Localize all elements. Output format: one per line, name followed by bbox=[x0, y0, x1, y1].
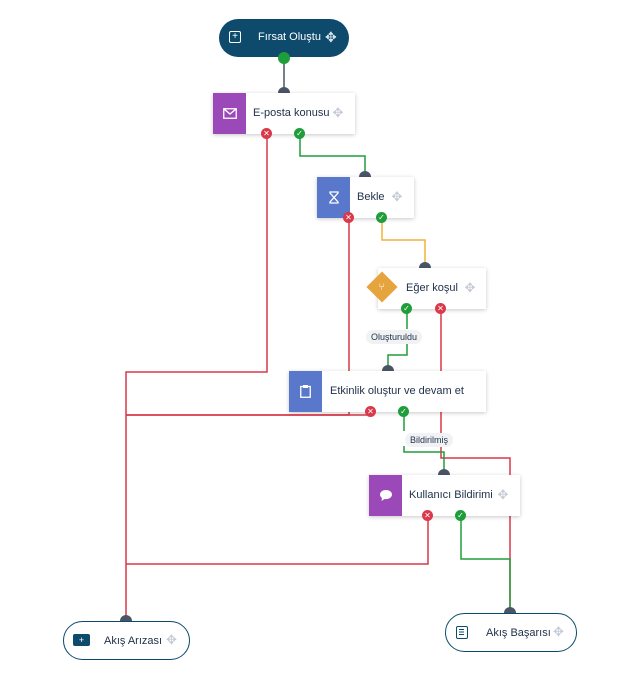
failure-end-node[interactable]: + Akış Arızası ✥ bbox=[63, 621, 190, 660]
hourglass-icon bbox=[317, 177, 350, 218]
condition-step-label: Eğer koşul bbox=[406, 282, 458, 294]
ambulance-icon: + bbox=[73, 634, 90, 646]
move-handle-icon[interactable]: ✥ bbox=[553, 624, 564, 639]
activity-success-port[interactable]: ✓ bbox=[398, 406, 409, 417]
connector-wait-success bbox=[381, 218, 426, 267]
connector-email-success bbox=[299, 134, 366, 176]
notify-step-node[interactable]: Kullanıcı Bildirimi ✥ bbox=[369, 475, 520, 516]
plus-square-icon: + bbox=[229, 31, 241, 43]
connector-email-failure bbox=[125, 134, 268, 620]
activity-failure-port[interactable]: ✕ bbox=[365, 406, 376, 417]
mail-icon bbox=[213, 93, 246, 134]
move-handle-icon[interactable]: ✥ bbox=[325, 29, 337, 45]
move-handle-icon[interactable]: ✥ bbox=[166, 632, 177, 647]
connector-notify-failure bbox=[126, 516, 429, 565]
edge-label-created: Oluşturuldu bbox=[366, 330, 423, 344]
notify-failure-port[interactable]: ✕ bbox=[422, 510, 433, 521]
move-handle-icon[interactable]: ✥ bbox=[332, 105, 344, 120]
move-handle-icon[interactable]: ✥ bbox=[497, 487, 509, 502]
condition-success-port[interactable]: ✓ bbox=[401, 303, 412, 314]
activity-step-label: Etkinlik oluştur ve devam et bbox=[330, 385, 464, 397]
condition-failure-port[interactable]: ✕ bbox=[435, 303, 446, 314]
email-step-node[interactable]: E-posta konusu ✥ bbox=[213, 93, 355, 134]
wait-step-node[interactable]: Bekle ✥ bbox=[317, 177, 414, 218]
email-success-port[interactable]: ✓ bbox=[294, 128, 305, 139]
wait-step-label: Bekle bbox=[357, 191, 385, 203]
email-failure-port[interactable]: ✕ bbox=[261, 128, 272, 139]
connector-activity-failure bbox=[126, 412, 372, 416]
clipboard-icon bbox=[289, 371, 322, 412]
success-end-label: Akış Başarısı bbox=[486, 627, 551, 639]
failure-end-label: Akış Arızası bbox=[104, 635, 163, 647]
email-step-label: E-posta konusu bbox=[253, 107, 330, 119]
success-end-node[interactable]: Akış Başarısı ✥ bbox=[445, 613, 577, 652]
edge-label-notified: Bildirilmiş bbox=[405, 433, 453, 447]
start-trigger-node[interactable]: + Fırsat Oluştu ✥ bbox=[219, 19, 349, 57]
wait-success-port[interactable]: ✓ bbox=[376, 212, 387, 223]
move-handle-icon[interactable]: ✥ bbox=[464, 280, 476, 295]
notify-success-port[interactable]: ✓ bbox=[455, 510, 466, 521]
notify-step-label: Kullanıcı Bildirimi bbox=[409, 489, 493, 501]
start-trigger-label: Fırsat Oluştu bbox=[258, 31, 321, 43]
connector-notify-success bbox=[460, 516, 511, 612]
connector-condition-failure bbox=[440, 309, 511, 612]
activity-step-node[interactable]: Etkinlik oluştur ve devam et bbox=[289, 371, 486, 412]
wait-failure-port[interactable]: ✕ bbox=[343, 212, 354, 223]
checklist-icon bbox=[456, 626, 468, 639]
start-output-port[interactable] bbox=[278, 52, 290, 64]
chat-bubble-icon bbox=[369, 475, 402, 516]
move-handle-icon[interactable]: ✥ bbox=[391, 189, 403, 204]
